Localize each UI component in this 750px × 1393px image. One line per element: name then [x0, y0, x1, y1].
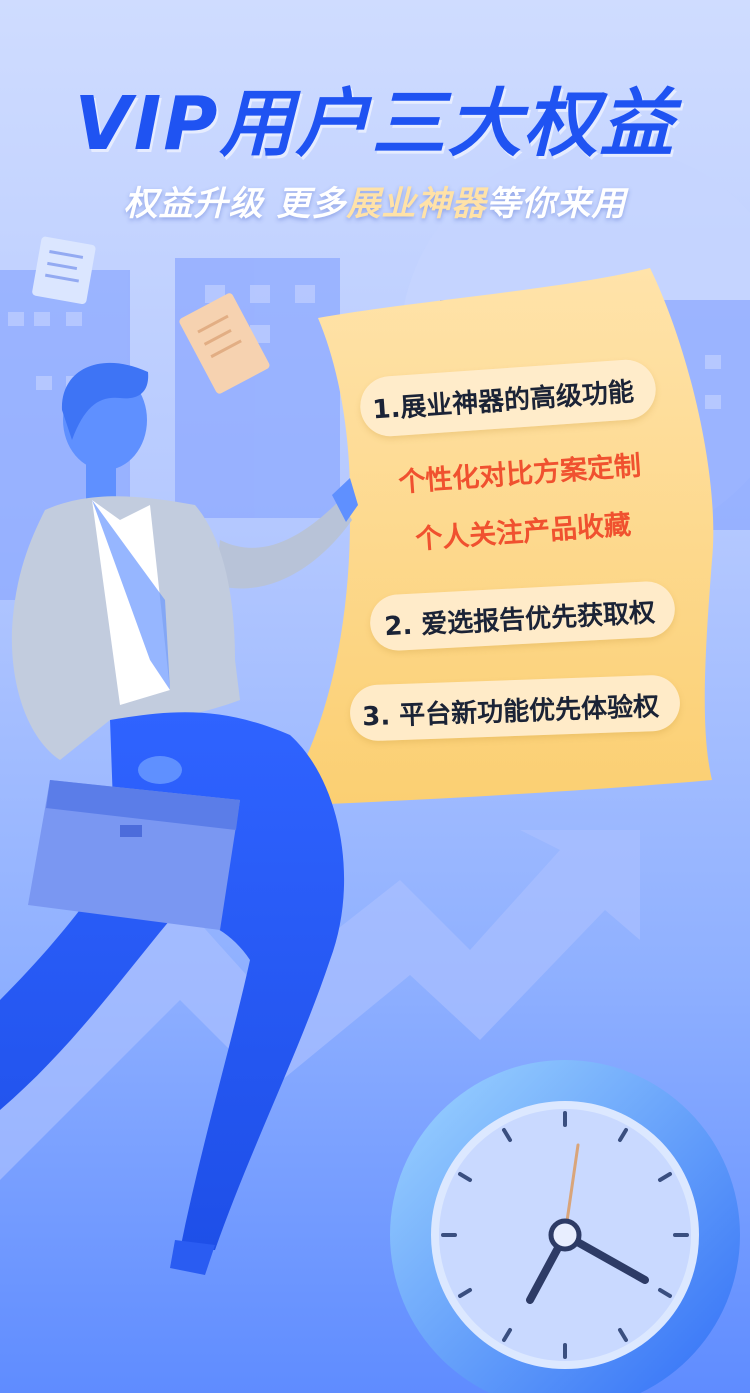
businessman-figure [0, 362, 358, 1275]
clock-icon [390, 1060, 740, 1393]
document-icon [179, 293, 270, 394]
page-subtitle: 权益升级 更多展业神器等你来用 [0, 176, 750, 225]
document-icon [32, 236, 96, 305]
benefit-3-pill: 3. 平台新功能优先体验权 [349, 674, 681, 742]
briefcase-icon [28, 780, 240, 930]
subtitle-part1: 权益升级 更多 [123, 184, 347, 224]
subtitle-highlight: 展业神器 [346, 184, 487, 224]
benefit-3-label: 3. 平台新功能优先体验权 [361, 691, 660, 733]
benefit-1-label: 1.展业神器的高级功能 [371, 377, 635, 426]
subtitle-part2: 等你来用 [486, 184, 627, 224]
benefit-2-label: 2. 爱选报告优先获取权 [383, 598, 656, 643]
page-title: VIP用户三大权益 [74, 81, 676, 167]
